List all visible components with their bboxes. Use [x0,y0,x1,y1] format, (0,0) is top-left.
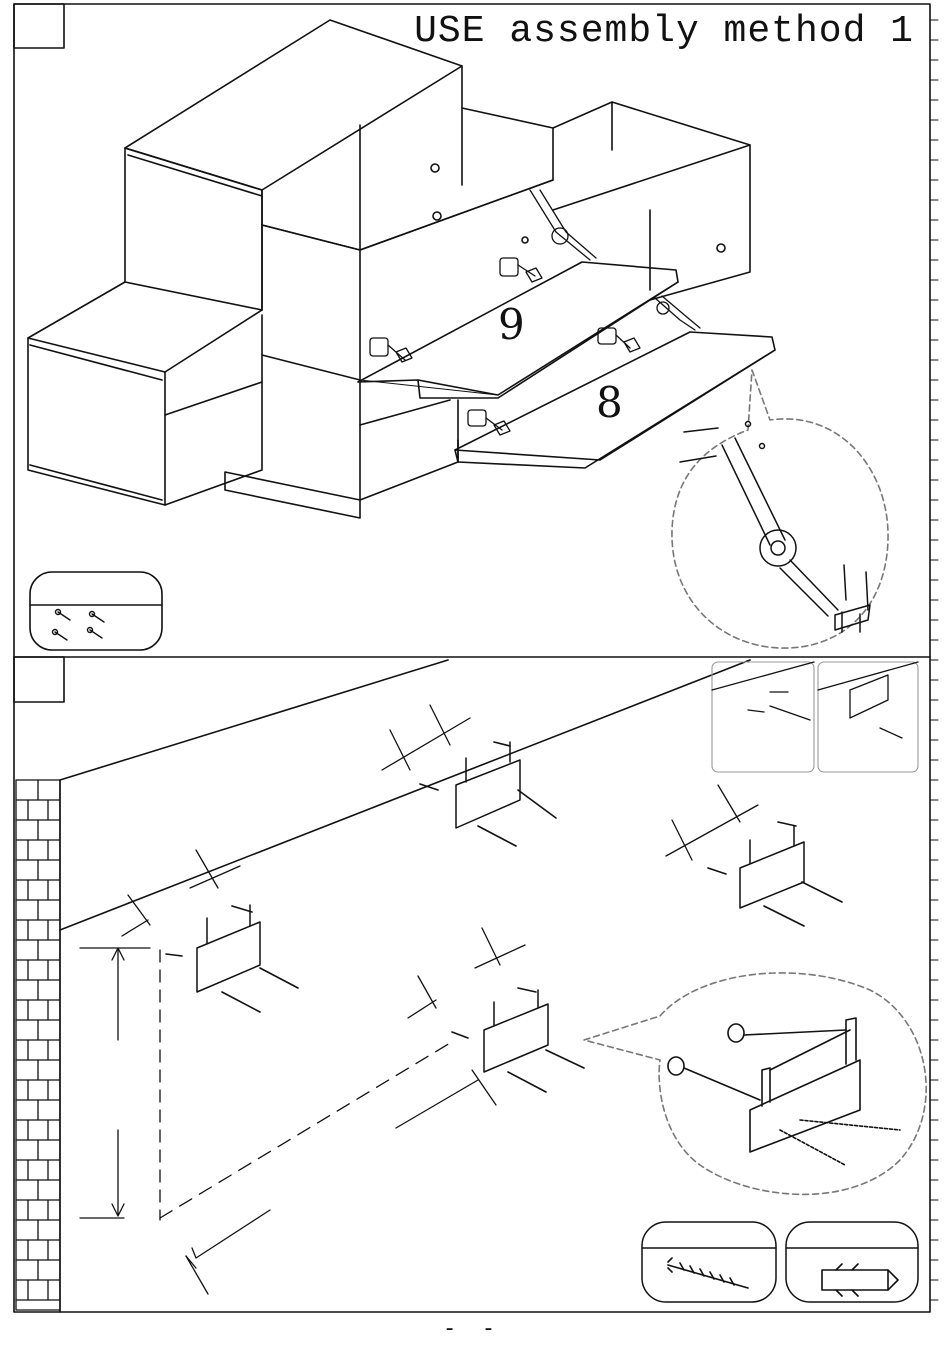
detail-bubble [672,370,888,648]
wood-screw-icon [668,1258,748,1288]
parts-box [30,572,162,650]
step-1-box [14,4,64,48]
dimension-lines [80,705,758,1294]
gas-lift-detail-icon [680,422,870,633]
wall-ceiling-edge [60,660,750,930]
brick-wall [16,780,60,1310]
gas-lift-stay-icon [530,190,700,330]
step-2-box [14,657,64,702]
shelving-unit [28,20,775,518]
wall-plug-icon [822,1264,898,1296]
bracket-detail-icon [668,1018,900,1165]
bracket-detail-bubble [584,973,926,1194]
page-heading: USE assembly method 1 [414,10,914,53]
wall-top-edge [60,660,448,780]
page-footer: - - [0,1316,950,1341]
wall-plug-inset [712,662,918,772]
wall-bracket-icon [197,742,804,1072]
panel-number-9: 9 [498,300,525,349]
panel-number-8: 8 [596,378,623,427]
right-ruler [930,20,938,1300]
page-frame [14,4,930,1312]
